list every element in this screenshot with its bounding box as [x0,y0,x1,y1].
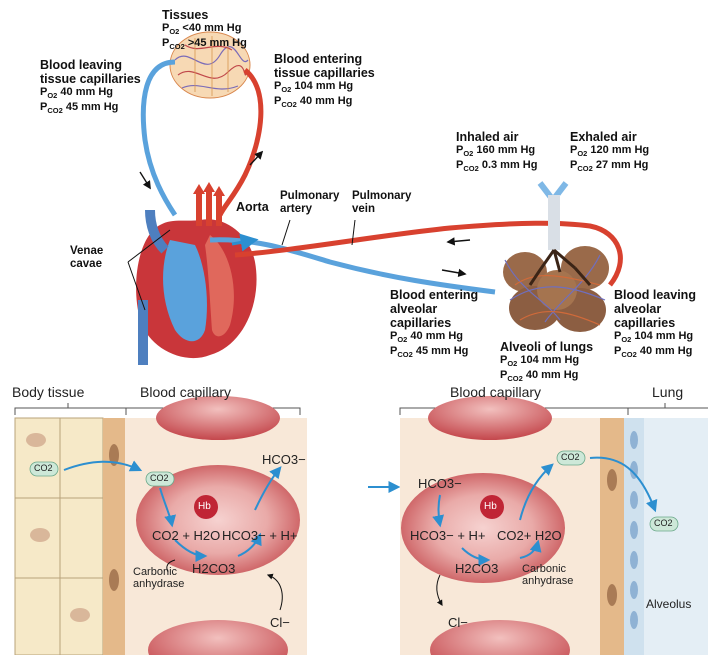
h2co3-right: H2CO3 [455,561,498,576]
tissues-label: Tissues PO2 <40 mm Hg PCO2 >45 mm Hg [162,8,247,51]
reaction-right-b: CO2+ H2O [497,528,562,543]
lung-label: Lung [652,384,683,400]
body-tissue-label: Body tissue [12,384,84,400]
aorta-label: Aorta [236,200,269,214]
blood-entering-tissue-label: Blood entering tissue capillaries PO2 10… [274,52,394,109]
hb-left: Hb [198,501,211,512]
cl-right: Cl− [448,615,468,630]
alveoli-cluster [503,183,609,332]
exhaled-air-label: Exhaled air PO2 120 mm Hg PCO2 27 mm Hg [570,130,649,173]
h2co3-left: H2CO3 [192,561,235,576]
hco3-out-left: HCO3− [262,452,306,467]
venae-cavae-label: Venae cavae [70,245,124,271]
co2-plasma: CO2 [150,473,169,483]
co2-tissue: CO2 [34,463,53,473]
blood-capillary-label-right: Blood capillary [450,384,541,400]
reaction-left-b: HCO3− + H+ [222,528,298,543]
carbonic-anhydrase-left: Carbonic anhydrase [133,566,193,590]
hco3-in-right: HCO3− [418,476,462,491]
pulmonary-artery-label: Pulmonary artery [280,190,352,216]
blood-leaving-alveolar-label: Blood leaving alveolar capillaries PO2 1… [614,288,708,359]
inhaled-air-label: Inhaled air PO2 160 mm Hg PCO2 0.3 mm Hg [456,130,537,173]
pulmonary-vein-label: Pulmonary vein [352,190,416,216]
reaction-left-a: CO2 + H2O [152,528,220,543]
blood-entering-alveolar-label: Blood entering alveolar capillaries PO2 … [390,288,500,359]
cl-left: Cl− [270,615,290,630]
carbonic-anhydrase-right: Carbonic anhydrase [522,563,584,587]
alveoli-of-lungs-label: Alveoli of lungs PO2 104 mm Hg PCO2 40 m… [500,340,593,383]
co2-plasma-right: CO2 [561,452,580,462]
hb-right: Hb [484,501,497,512]
alveolus-label: Alveolus [646,597,691,611]
bottom-left-panel [15,396,307,655]
co2-alveolus: CO2 [654,518,673,528]
blood-capillary-label-left: Blood capillary [140,384,231,400]
reaction-right-a: HCO3− + H+ [410,528,486,543]
blood-leaving-tissue-label: Blood leaving tissue capillaries PO2 40 … [40,58,160,115]
